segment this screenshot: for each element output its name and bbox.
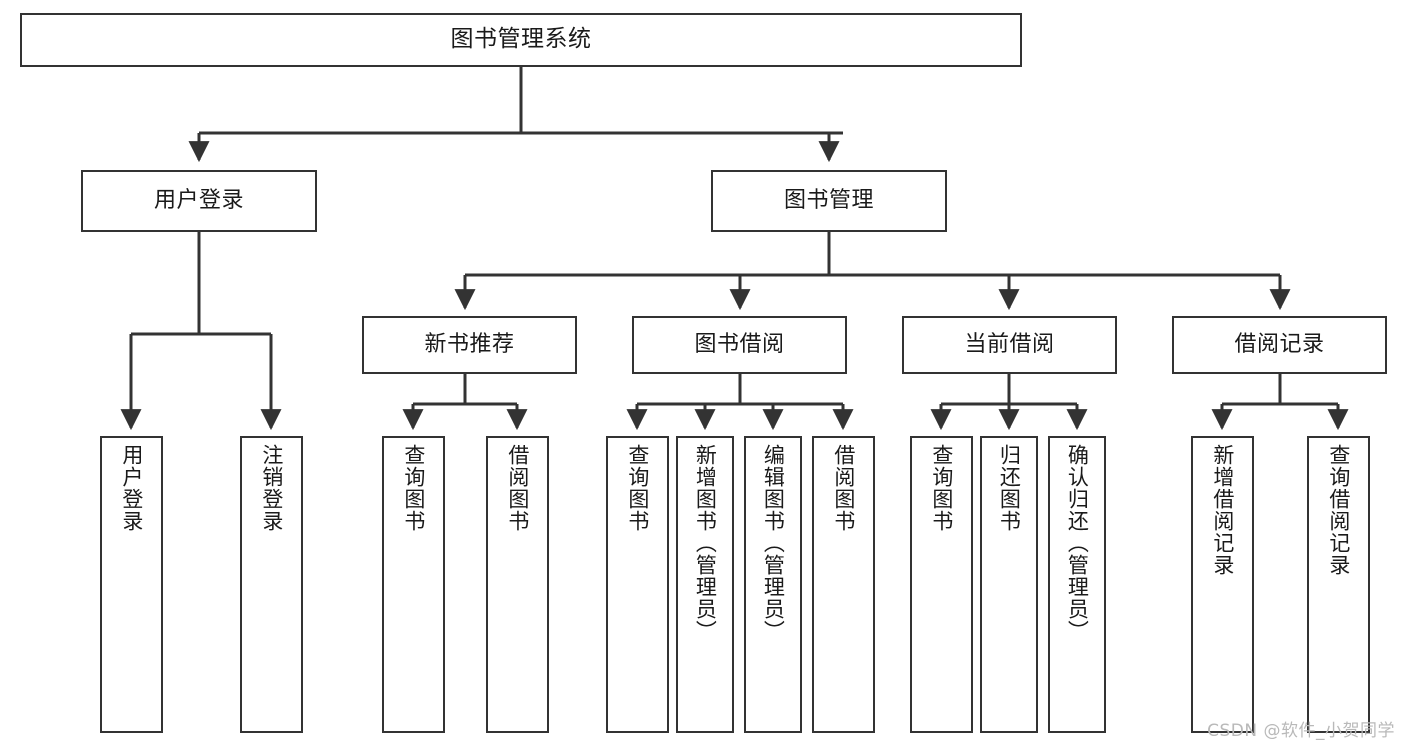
node-new-book-recommend[interactable]: 新书推荐	[362, 316, 577, 374]
node-label: 确认归还（管理员）	[1065, 444, 1090, 642]
leaf-query-book-2[interactable]: 查询图书	[606, 436, 669, 733]
node-label: 图书借阅	[694, 332, 785, 358]
watermark-text: CSDN @软件_小贺同学	[1207, 721, 1395, 741]
leaf-borrow-book-2[interactable]: 借阅图书	[812, 436, 875, 733]
leaf-edit-book[interactable]: 编辑图书（管理员）	[744, 436, 802, 733]
node-label: 归还图书	[997, 444, 1022, 532]
node-label: 新增图书（管理员）	[693, 444, 718, 642]
node-label: 查询图书	[401, 444, 426, 532]
leaf-add-book[interactable]: 新增图书（管理员）	[676, 436, 734, 733]
leaf-confirm-return[interactable]: 确认归还（管理员）	[1048, 436, 1106, 733]
node-label: 借阅记录	[1234, 332, 1325, 358]
node-label: 借阅图书	[505, 444, 530, 532]
node-label: 查询借阅记录	[1326, 444, 1351, 576]
node-label: 图书管理系统	[450, 26, 592, 53]
node-root-book-management-system[interactable]: 图书管理系统	[20, 13, 1022, 67]
leaf-return-book[interactable]: 归还图书	[980, 436, 1038, 733]
node-label: 用户登录	[119, 444, 144, 532]
node-label: 用户登录	[153, 188, 244, 214]
node-label: 借阅图书	[831, 444, 856, 532]
node-label: 查询图书	[929, 444, 954, 532]
leaf-borrow-book-1[interactable]: 借阅图书	[486, 436, 549, 733]
node-current-borrow[interactable]: 当前借阅	[902, 316, 1117, 374]
node-label: 当前借阅	[964, 332, 1055, 358]
node-label: 图书管理	[783, 188, 874, 214]
node-label: 编辑图书（管理员）	[761, 444, 786, 642]
node-label: 注销登录	[259, 444, 284, 532]
node-book-manage[interactable]: 图书管理	[711, 170, 947, 232]
node-label: 新增借阅记录	[1210, 444, 1235, 576]
leaf-add-record[interactable]: 新增借阅记录	[1191, 436, 1254, 733]
node-user-login[interactable]: 用户登录	[81, 170, 317, 232]
node-label: 查询图书	[625, 444, 650, 532]
node-label: 新书推荐	[424, 332, 515, 358]
node-borrow-record[interactable]: 借阅记录	[1172, 316, 1387, 374]
leaf-user-logout[interactable]: 注销登录	[240, 436, 303, 733]
node-book-borrow[interactable]: 图书借阅	[632, 316, 847, 374]
leaf-query-record[interactable]: 查询借阅记录	[1307, 436, 1370, 733]
leaf-query-book-3[interactable]: 查询图书	[910, 436, 973, 733]
leaf-user-login[interactable]: 用户登录	[100, 436, 163, 733]
leaf-query-book-1[interactable]: 查询图书	[382, 436, 445, 733]
